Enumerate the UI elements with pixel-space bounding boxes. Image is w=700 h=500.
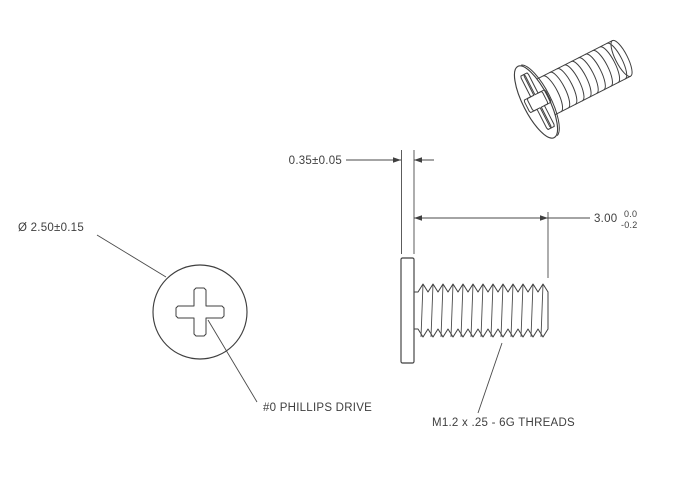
- head-diameter-label: Ø 2.50±0.15: [18, 222, 84, 234]
- head-outline-circle: [152, 264, 248, 360]
- arrowhead: [414, 215, 422, 221]
- dim-thread-spec: M1.2 x .25 - 6G THREADS: [432, 342, 575, 429]
- dim-drive: #0 PHILLIPS DRIVE: [207, 319, 372, 414]
- thread-flank-lines: [420, 283, 544, 338]
- phillips-cross-icon: [175, 287, 225, 337]
- head-thickness-label: 0.35±0.05: [289, 155, 342, 167]
- isometric-view: [513, 39, 633, 139]
- dim-head-thickness: 0.35±0.05: [289, 150, 434, 254]
- length-tolerance-lower: -0.2: [621, 220, 638, 230]
- dim-head-diameter: Ø 2.50±0.15: [18, 222, 167, 278]
- front-view: [152, 264, 248, 360]
- dim-length: 3.00 0.0 -0.2: [414, 209, 638, 278]
- thread-profile: [413, 283, 549, 338]
- thread-spec-label: M1.2 x .25 - 6G THREADS: [432, 417, 575, 429]
- arrowhead: [414, 157, 422, 163]
- arrowhead: [393, 157, 401, 163]
- head-side-profile: [400, 257, 415, 364]
- isometric-phillips-cross-icon: [513, 69, 562, 133]
- drive-label: #0 PHILLIPS DRIVE: [263, 402, 372, 414]
- isometric-head: [513, 64, 562, 139]
- isometric-shaft: [536, 39, 633, 116]
- leader-line-diameter: [96, 234, 167, 278]
- side-view: [400, 257, 549, 364]
- isometric-thread-rings: [542, 42, 628, 113]
- length-label: 3.00: [594, 213, 617, 225]
- arrowhead: [540, 215, 548, 221]
- length-tolerance-upper: 0.0: [624, 209, 637, 219]
- leader-line-thread: [477, 342, 503, 414]
- leader-line-drive: [207, 319, 258, 403]
